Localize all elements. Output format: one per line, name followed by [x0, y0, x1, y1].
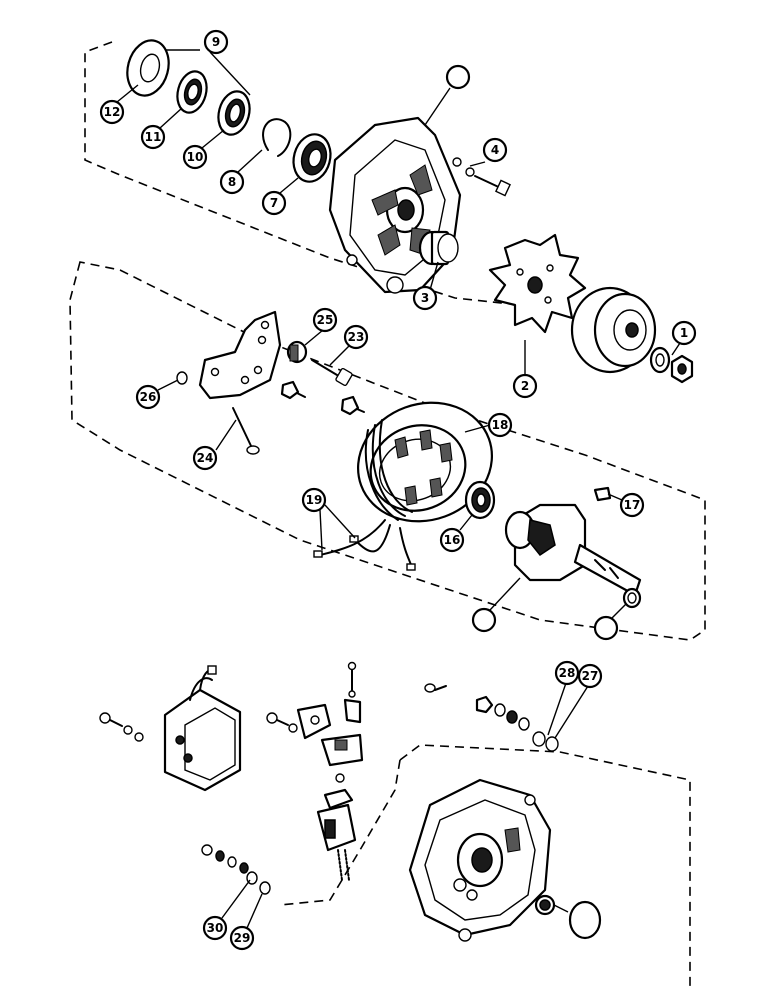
- callout-25: 25: [312, 307, 338, 333]
- rotor-stator-group-outline: [69, 261, 706, 641]
- callout-5: 5: [445, 64, 471, 90]
- callout-label: 30: [207, 921, 224, 935]
- callout-label: 23: [348, 330, 365, 344]
- rear-group-outline: [399, 744, 691, 990]
- callout-label: 10: [187, 150, 204, 164]
- callout-label: 19: [306, 493, 323, 507]
- regulator-screws: [99, 712, 144, 742]
- callout-2: 2: [512, 373, 538, 399]
- callout-28: 28: [554, 660, 580, 686]
- slip-ring-end-frame: [408, 778, 552, 942]
- callout-label: 16: [444, 533, 461, 547]
- callout-label: 26: [140, 390, 157, 404]
- callout-label: 4: [491, 143, 499, 157]
- stator-leads-19: [313, 519, 416, 571]
- terminal-bracket: [198, 310, 282, 400]
- drive-end-frame-5: [328, 116, 462, 294]
- bearing-cap-and-o-ring: [534, 894, 602, 940]
- callout-7: 7: [261, 190, 287, 216]
- upper-group-outline: [84, 41, 521, 306]
- snap-ring-15: [622, 587, 642, 609]
- terminal-hardware-27-28: [424, 683, 559, 752]
- leader-lines: [116, 49, 681, 929]
- callout-3: 3: [412, 285, 438, 311]
- callout-label: 27: [582, 669, 599, 683]
- callout-16: 16: [439, 527, 465, 553]
- screw-23: [311, 359, 353, 387]
- terminal-hardware-29-30: [201, 844, 271, 895]
- callout-label: 17: [624, 498, 641, 512]
- callout-15: 15: [593, 615, 619, 641]
- pulley: [570, 286, 657, 374]
- callout-30: 30: [202, 915, 228, 941]
- callout-label: 7: [270, 196, 278, 210]
- callout-1: 1: [671, 320, 697, 346]
- callout-27: 27: [577, 663, 603, 689]
- seal-11: [176, 70, 208, 114]
- callout-17: 17: [619, 492, 645, 518]
- callout-10: 10: [182, 144, 208, 170]
- callout-label: 1: [680, 326, 688, 340]
- brush-holder-hardware: [266, 661, 364, 881]
- callout-23: 23: [343, 324, 369, 350]
- bearing-16: [464, 480, 496, 520]
- stator-18: [356, 401, 494, 523]
- callout-label: 29: [234, 931, 251, 945]
- callout-14: 14: [471, 607, 497, 633]
- fan-2: [488, 233, 587, 334]
- insulator-25: [286, 340, 308, 364]
- seal-10: [217, 90, 251, 136]
- callout-label: 25: [317, 313, 334, 327]
- callout-9: 9: [203, 29, 229, 55]
- nut-washer-1: [649, 346, 694, 384]
- callout-26: 26: [135, 384, 161, 410]
- washer-26: [176, 371, 188, 385]
- bolt-set-4: [452, 157, 511, 197]
- screw-24: [232, 407, 260, 455]
- callout-18: 18: [487, 412, 513, 438]
- regulator-assembly: [163, 665, 242, 792]
- callout-label: 28: [559, 666, 576, 680]
- callout-11: 11: [140, 124, 166, 150]
- callout-label: 3: [421, 291, 429, 305]
- key-17: [593, 486, 612, 502]
- seal-12: [126, 39, 170, 97]
- callout-8: 8: [219, 169, 245, 195]
- callout-24: 24: [192, 445, 218, 471]
- rear-group-outline-left: [279, 759, 401, 906]
- callout-29: 29: [229, 925, 255, 951]
- bearing-7: [292, 133, 332, 183]
- callout-19: 19: [301, 487, 327, 513]
- callout-label: 8: [228, 175, 236, 189]
- snap-ring-8: [262, 118, 292, 157]
- terminal-studs: [280, 380, 365, 416]
- callout-label: 18: [492, 418, 509, 432]
- callout-12: 12: [99, 99, 125, 125]
- callout-4: 4: [482, 137, 508, 163]
- callout-label: 24: [197, 451, 214, 465]
- rotor-14: [504, 503, 642, 597]
- spacer-3: [418, 230, 459, 266]
- callout-label: 2: [521, 379, 529, 393]
- callout-label: 12: [104, 105, 121, 119]
- callout-label: 11: [145, 130, 162, 144]
- callout-label: 9: [212, 35, 220, 49]
